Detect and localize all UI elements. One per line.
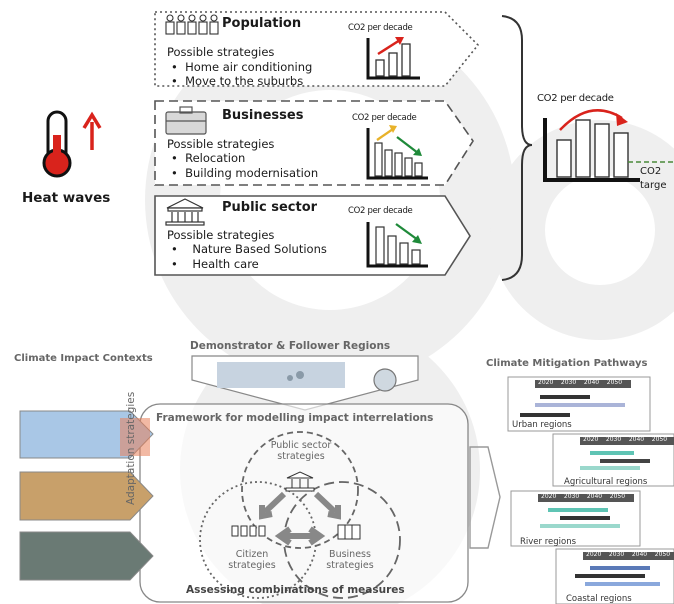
public-sector-chart	[366, 222, 428, 268]
population-title: Population	[222, 16, 302, 31]
population-chart-label: CO2 per decade	[348, 23, 413, 33]
pathway-card-river	[510, 490, 641, 547]
pathway-label-urban: Urban regions	[512, 420, 572, 430]
public-sector-strategies-label: Possible strategies	[167, 228, 275, 242]
government-building-icon	[165, 198, 205, 226]
businesses-strategy-1: • Relocation	[171, 151, 246, 165]
public-sector-chart-label: CO2 per decade	[348, 206, 413, 216]
population-strategies-label: Possible strategies	[167, 45, 275, 59]
pathway-label-agricultural: Agricultural regions	[564, 477, 648, 487]
pathway-card-urban	[507, 376, 651, 432]
pathway-card-agricultural	[552, 433, 674, 487]
aggregate-chart-label: CO2 per decade	[537, 93, 614, 104]
pathway-years-agricultural: 2020 2030 2040 2050	[583, 436, 668, 443]
adaptation-strategies-label: Adaptation strategies	[125, 391, 137, 505]
population-chart	[366, 37, 420, 80]
thermometer-icon	[42, 110, 102, 178]
public-sector-strategy-2: • Health care	[171, 257, 259, 271]
businesses-title: Businesses	[222, 108, 304, 123]
businesses-chart	[366, 125, 428, 180]
citizen-venn-icon	[231, 525, 266, 537]
pathway-label-river: River regions	[520, 537, 577, 547]
co2-target-label-1: CO2	[640, 166, 662, 177]
people-icon	[165, 14, 219, 35]
co2-target-label-2: targe	[640, 180, 667, 191]
businesses-strategy-2: • Building modernisation	[171, 166, 319, 180]
aggregate-chart	[543, 109, 674, 182]
pathway-years-river: 2020 2030 2040 2050	[541, 493, 626, 500]
population-strategy-2: • Move to the suburbs	[171, 74, 304, 88]
business-venn-icon	[337, 524, 361, 540]
pathway-card-coastal	[555, 548, 674, 604]
public-sector-strategy-1: • Nature Based Solutions	[171, 242, 327, 256]
regions-title: Demonstrator & Follower Regions	[190, 340, 391, 352]
businesses-strategies-label: Possible strategies	[167, 137, 275, 151]
public-sector-venn-icon	[285, 471, 315, 492]
pathway-years-urban: 2020 2030 2040 2050	[538, 379, 623, 386]
assessing-label: Assessing combinations of measures	[186, 584, 405, 596]
briefcase-icon	[165, 106, 207, 135]
public-sector-title: Public sector	[222, 200, 318, 215]
framework-title: Framework for modelling impact interrela…	[156, 412, 434, 424]
population-strategy-1: • Home air conditioning	[171, 60, 313, 74]
pathways-title: Climate Mitigation Pathways	[486, 358, 648, 369]
pathway-label-coastal: Coastal regions	[566, 594, 632, 604]
pathway-years-coastal: 2020 2030 2040 2050	[586, 551, 671, 558]
heat-waves-label: Heat waves	[22, 190, 111, 206]
impact-contexts-label: Climate Impact Contexts	[14, 353, 153, 364]
businesses-chart-label: CO2 per decade	[352, 113, 417, 123]
